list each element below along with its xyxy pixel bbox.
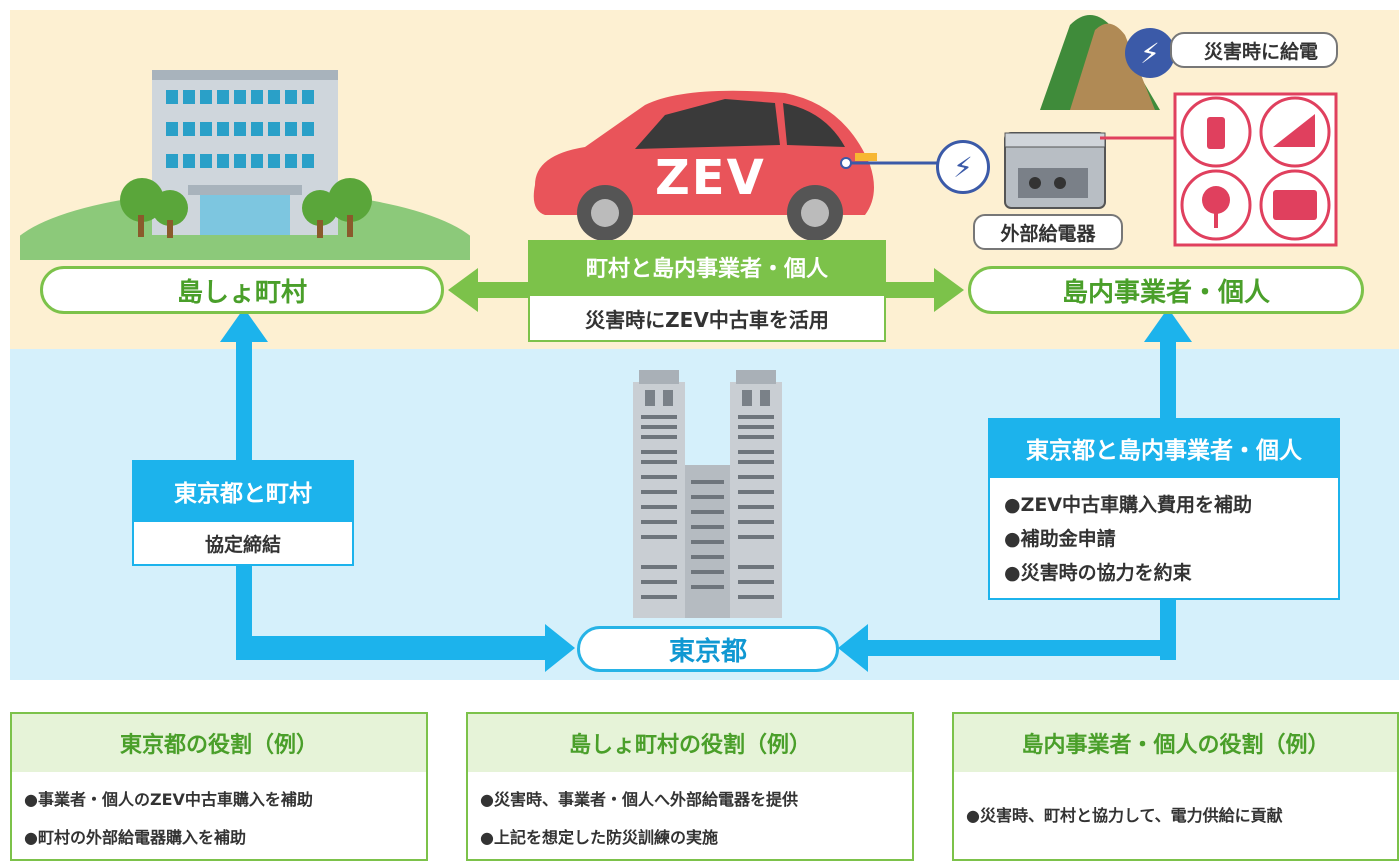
tokyo-business-item: ●補助金申請 <box>1004 528 1116 550</box>
role-item: ●災害時、町村と協力して、電力供給に貢献 <box>966 806 1283 825</box>
role-card-business: 島内事業者・個人の役割（例） ●災害時、町村と協力して、電力供給に貢献 <box>952 712 1399 861</box>
tokyo-town-subtitle: 協定締結 <box>132 520 354 566</box>
role-title: 島しょ町村の役割（例） <box>468 714 912 772</box>
charger-appliance-cable <box>1100 136 1185 140</box>
role-item: ●上記を想定した防災訓練の実施 <box>480 828 718 847</box>
tokyo-town-title: 東京都と町村 <box>132 460 354 522</box>
tokyo-business-item: ●災害時の協力を約束 <box>1004 562 1192 584</box>
role-item: ●事業者・個人のZEV中古車購入を補助 <box>24 790 313 809</box>
lightning-icon: ⚡ <box>1125 28 1175 78</box>
center-link-title: 町村と島内事業者・個人 <box>528 240 886 294</box>
car-label: ZEV <box>655 150 766 206</box>
blue-arrow-left-right-head <box>545 624 575 672</box>
zev-car-illustration <box>533 90 877 241</box>
disaster-label: 災害時に給電 <box>1170 32 1338 68</box>
appliance-panel <box>1173 92 1338 247</box>
node-business: 島内事業者・個人 <box>968 266 1364 314</box>
disaster-mountain-illustration <box>1040 15 1160 111</box>
tokyo-business-item: ●ZEV中古車購入費用を補助 <box>1004 494 1253 516</box>
green-arrow-left-head <box>448 268 478 312</box>
green-arrow-right-head <box>934 268 964 312</box>
charger-label: 外部給電器 <box>973 214 1123 250</box>
role-item: ●災害時、事業者・個人へ外部給電器を提供 <box>480 790 798 809</box>
tokyo-government-building <box>633 370 782 618</box>
role-card-islands: 島しょ町村の役割（例） ●災害時、事業者・個人へ外部給電器を提供 ●上記を想定し… <box>466 712 914 861</box>
node-islands: 島しょ町村 <box>40 266 444 314</box>
blue-arrow-right-left-head <box>838 624 868 672</box>
car-charger-cable <box>840 157 940 169</box>
role-title: 島内事業者・個人の役割（例） <box>954 714 1397 772</box>
role-card-tokyo: 東京都の役割（例） ●事業者・個人のZEV中古車購入を補助 ●町村の外部給電器購… <box>10 712 428 861</box>
center-link-subtitle: 災害時にZEV中古車を活用 <box>528 294 886 342</box>
external-charger-device <box>1004 132 1106 209</box>
role-title: 東京都の役割（例） <box>12 714 426 772</box>
tokyo-business-title: 東京都と島内事業者・個人 <box>988 418 1340 478</box>
blue-arrow-left-up-head <box>220 308 268 342</box>
node-tokyo: 東京都 <box>577 626 839 672</box>
tokyo-business-list: ●ZEV中古車購入費用を補助 ●補助金申請 ●災害時の協力を約束 <box>988 476 1340 600</box>
blue-arrow-right-up-head <box>1144 308 1192 342</box>
lightning-icon: ⚡ <box>936 140 990 194</box>
town-office-illustration <box>20 70 470 260</box>
role-item: ●町村の外部給電器購入を補助 <box>24 828 246 847</box>
